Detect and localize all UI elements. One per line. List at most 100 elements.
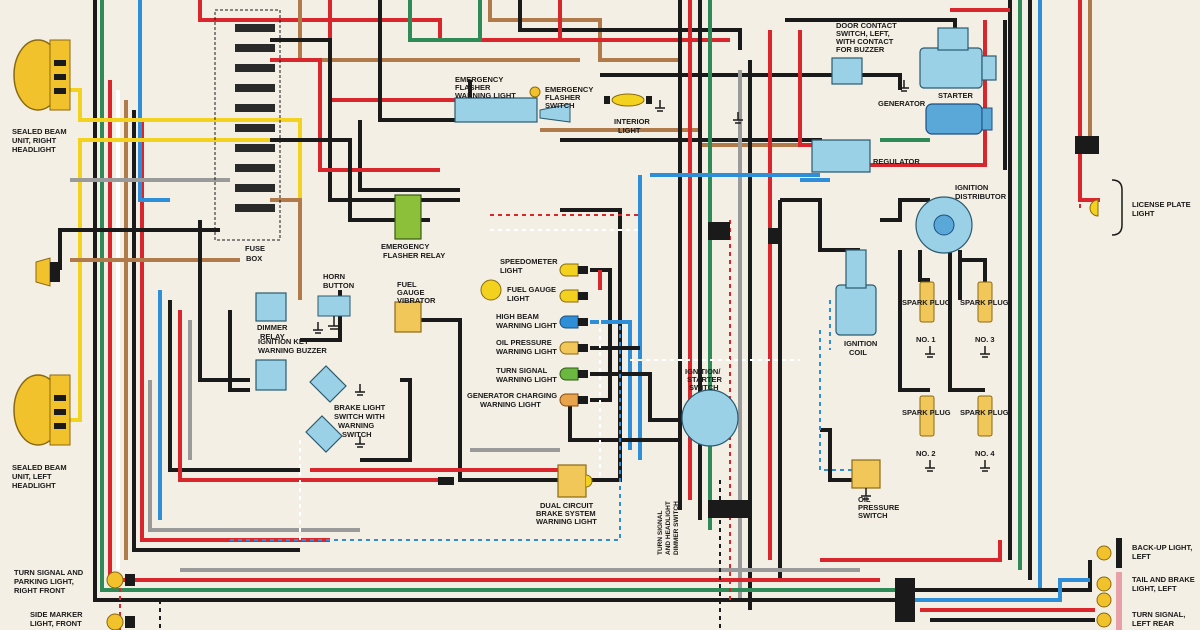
plug1-num: NO. 1 (916, 335, 936, 344)
plug4-label: SPARK PLUG (960, 408, 1009, 417)
oil-light-label-2: WARNING LIGHT (496, 347, 557, 356)
tail-label-1: TAIL AND BRAKE (1132, 575, 1195, 584)
interior-light-label-1: INTERIOR (614, 117, 650, 126)
oil-pressure-light: OIL PRESSURE WARNING LIGHT (496, 338, 588, 356)
turn-signal-dimmer-switch: TURN SIGNAL AND HEADLIGHT DIMMER SWITCH (657, 500, 748, 555)
ignition-coil: IGNITION COIL (835, 249, 877, 357)
high-beam-label-1: HIGH BEAM (496, 312, 539, 321)
dimmer-relay: DIMMER RELAY (255, 292, 288, 341)
flasher-warning-light-label-3: WARNING LIGHT (455, 91, 516, 100)
oil-switch-label-2: PRESSURE (858, 503, 899, 512)
fuel-gauge (480, 279, 502, 301)
generator: GENERATOR (878, 99, 993, 135)
brake-light-switch: BRAKE LIGHT SWITCH WITH WARNING SWITCH (305, 365, 386, 453)
interior-light-label-2: LIGHT (618, 126, 641, 135)
door-switch-label-3: WITH CONTACT (836, 37, 894, 46)
plug3-num: NO. 3 (975, 335, 995, 344)
headlight-right-label-3: HEADLIGHT (12, 145, 56, 154)
headlight-right-label-2: UNIT, RIGHT (12, 136, 57, 145)
flasher-switch-label-2: FLASHER (545, 93, 581, 102)
headlight-right-label-1: SEALED BEAM (12, 127, 67, 136)
brake-warning-label-2: BRAKE SYSTEM (536, 509, 596, 518)
plug2-label: SPARK PLUG (902, 408, 951, 417)
ignition-distributor: IGNITION DISTRIBUTOR (915, 183, 1007, 254)
side-marker-label-2: LIGHT, FRONT (30, 619, 82, 628)
plug3-label: SPARK PLUG (960, 298, 1009, 307)
flasher-switch-label-3: SWITCH (545, 101, 575, 110)
spark-plug-3: SPARK PLUG NO. 3 (960, 281, 1009, 344)
connectors (708, 136, 1099, 622)
emergency-flasher-relay: EMERGENCY FLASHER RELAY (381, 194, 445, 260)
regulator-label: REGULATOR (873, 157, 920, 166)
spark-plug-2: SPARK PLUG NO. 2 (902, 395, 951, 458)
high-beam-light: HIGH BEAM WARNING LIGHT (496, 312, 588, 330)
distributor-label-2: DISTRIBUTOR (955, 192, 1007, 201)
tail-brake-light-left: TAIL AND BRAKE LIGHT, LEFT (1096, 572, 1195, 612)
door-switch-label-1: DOOR CONTACT (836, 21, 897, 30)
fuel-vibrator-label-1: FUEL (397, 280, 417, 289)
headlight-left-label-3: HEADLIGHT (12, 481, 56, 490)
brake-switch-label-1: BRAKE LIGHT (334, 403, 386, 412)
headlight-left-label-1: SEALED BEAM (12, 463, 67, 472)
door-switch-label-2: SWITCH, LEFT, (836, 29, 890, 38)
turn-dimmer-label-1: TURN SIGNAL (657, 511, 664, 555)
spark-plug-1: SPARK PLUG NO. 1 (902, 281, 951, 344)
plug2-num: NO. 2 (916, 449, 936, 458)
emergency-flasher-switch: EMERGENCY FLASHER WARNING LIGHT EMERGENC… (454, 75, 593, 123)
tail-label-2: LIGHT, LEFT (1132, 584, 1177, 593)
turn-light-label-1: TURN SIGNAL (496, 366, 548, 375)
ignition-key-buzzer: IGNITION KEY WARNING BUZZER (255, 337, 327, 391)
ground-symbols (313, 80, 990, 472)
speedometer-label-1: SPEEDOMETER (500, 257, 558, 266)
turn-signal-light: TURN SIGNAL WARNING LIGHT (496, 366, 588, 384)
turn-dimmer-label-2: AND HEADLIGHT (665, 501, 672, 555)
ign-switch-label-2: STARTER (687, 375, 722, 384)
oil-switch-label-1: OIL (858, 495, 871, 504)
turn-signal-front-label-3: RIGHT FRONT (14, 586, 66, 595)
fuel-gauge-vibrator: FUEL GAUGE VIBRATOR (394, 280, 436, 333)
brake-switch-label-4: SWITCH (342, 430, 372, 439)
backup-light-left: BACK-UP LIGHT, LEFT (1096, 538, 1192, 568)
side-marker-label-1: SIDE MARKER (30, 610, 83, 619)
buzzer-label-1: IGNITION KEY (258, 337, 309, 346)
ignition-starter-switch: IGNITION/ STARTER SWITCH (681, 367, 739, 447)
turn-signal-front-right: TURN SIGNAL AND PARKING LIGHT, RIGHT FRO… (14, 568, 135, 595)
fuse-box-label-1: FUSE (245, 244, 265, 253)
flasher-switch-label-1: EMERGENCY (545, 85, 593, 94)
horn-button: HORN BUTTON (317, 272, 354, 330)
fuel-vibrator-label-2: GAUGE (397, 288, 425, 297)
headlight-right: SEALED BEAM UNIT, RIGHT HEADLIGHT (12, 39, 71, 154)
oil-switch-label-3: SWITCH (858, 511, 888, 520)
ign-switch-label-1: IGNITION/ (685, 367, 721, 376)
generator-label: GENERATOR (878, 99, 926, 108)
high-beam-label-2: WARNING LIGHT (496, 321, 557, 330)
turn-signal-left-rear: TURN SIGNAL, LEFT REAR (1096, 610, 1185, 630)
buzzer-label-2: WARNING BUZZER (258, 346, 327, 355)
horn-button-label-1: HORN (323, 272, 345, 281)
license-light-label-2: LIGHT (1132, 209, 1155, 218)
door-switch-label-4: FOR BUZZER (836, 45, 885, 54)
ign-switch-label-3: SWITCH (689, 383, 719, 392)
spark-plugs: SPARK PLUG NO. 1 SPARK PLUG NO. 3 SPARK … (902, 281, 1009, 458)
turn-dimmer-label-3: DIMMER SWITCH (673, 501, 680, 555)
license-plate-light: LICENSE PLATE LIGHT (1089, 179, 1191, 236)
headlight-left-label-2: UNIT, LEFT (12, 472, 52, 481)
charging-light-label-1: GENERATOR CHARGING (467, 391, 557, 400)
oil-light-label-1: OIL PRESSURE (496, 338, 552, 347)
coil-label-1: IGNITION (844, 339, 877, 348)
backup-label-2: LEFT (1132, 552, 1151, 561)
indicator-lights: SPEEDOMETER LIGHT FUEL GAUGE LIGHT HIGH … (467, 257, 588, 409)
speedometer-label-2: LIGHT (500, 266, 523, 275)
starter-label: STARTER (938, 91, 973, 100)
charging-light-label-2: WARNING LIGHT (480, 400, 541, 409)
horn (35, 257, 60, 287)
starter: STARTER (919, 27, 997, 100)
spark-plug-4: SPARK PLUG NO. 4 (960, 395, 1009, 458)
license-light-label-1: LICENSE PLATE (1132, 200, 1191, 209)
horn-button-label-2: BUTTON (323, 281, 354, 290)
turn-rear-label-2: LEFT REAR (1132, 619, 1175, 628)
flasher-relay-label-2: FLASHER RELAY (383, 251, 445, 260)
coil-label-2: COIL (849, 348, 867, 357)
brake-switch-label-2: SWITCH WITH (334, 412, 385, 421)
